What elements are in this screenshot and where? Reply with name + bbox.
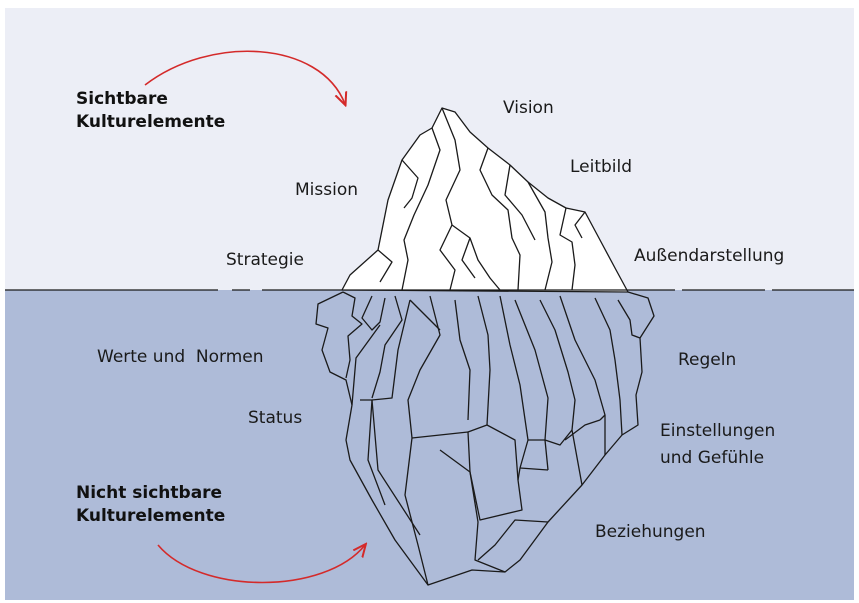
iceberg-tip <box>341 107 629 293</box>
label-einstellungen-line1: Einstellungen <box>660 421 776 441</box>
label-einstellungen-line2: und Gefühle <box>660 448 765 469</box>
heading-invisible-line1: Nicht sichtbare <box>76 483 223 503</box>
label-leitbild: Leitbild <box>570 157 633 177</box>
label-mission: Mission <box>295 180 359 200</box>
label-regeln: Regeln <box>678 350 737 370</box>
label-vision: Vision <box>503 98 554 118</box>
heading-visible-elements: Sichtbare Kulturelemente <box>76 88 225 134</box>
label-einstellungen: Einstellungen und Gefühle <box>660 421 775 470</box>
label-aussendarstellung: Außendarstellung <box>634 246 785 266</box>
label-strategie: Strategie <box>226 250 304 270</box>
heading-invisible-elements: Nicht sichtbare Kulturelemente <box>76 482 225 528</box>
label-beziehungen: Beziehungen <box>595 522 706 542</box>
heading-invisible-line2: Kulturelemente <box>76 505 226 526</box>
heading-visible-line2: Kulturelemente <box>76 111 226 132</box>
heading-visible-line1: Sichtbare <box>76 89 168 109</box>
arrow-visible <box>144 50 345 104</box>
arrow-invisible <box>157 545 365 584</box>
water-area <box>5 290 854 600</box>
label-werte-normen: Werte und Normen <box>97 347 264 367</box>
label-status: Status <box>248 408 303 428</box>
iceberg-underwater <box>315 291 655 586</box>
